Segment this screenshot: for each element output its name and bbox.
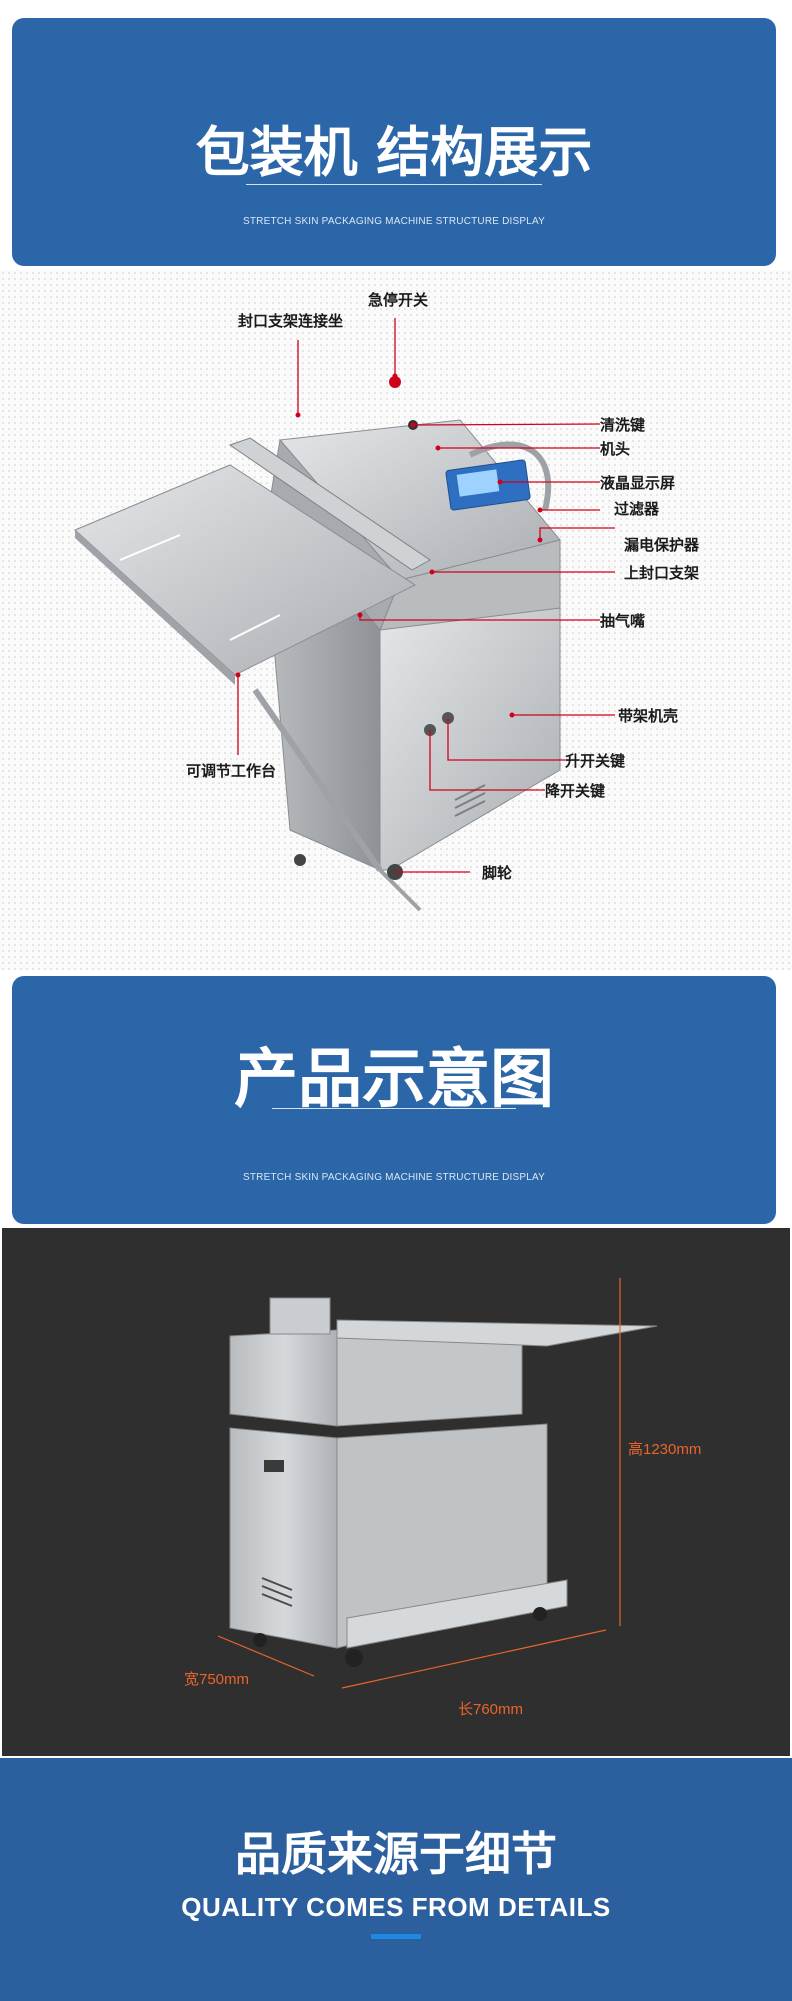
quality-accent-bar — [371, 1934, 421, 1939]
label-air-nozzle: 抽气嘴 — [600, 612, 646, 630]
label-adjustable-table: 可调节工作台 — [186, 762, 277, 780]
label-upper-seal-bracket: 上封口支架 — [624, 564, 700, 582]
diagram-banner-divider — [272, 1108, 516, 1109]
structure-banner-subtitle: STRETCH SKIN PACKAGING MACHINE STRUCTURE… — [242, 216, 546, 227]
structure-banner-title: 包装机 结构展示 — [195, 121, 593, 184]
label-seal-bracket-mount: 封口支架连接坐 — [238, 312, 344, 330]
label-raise-button: 升开关键 — [565, 752, 626, 770]
diagram-banner-title: 产品示意图 — [234, 1043, 554, 1117]
machine-dimension-illustration — [217, 1278, 658, 1689]
label-leakage-protector: 漏电保护器 — [624, 536, 700, 554]
machine-illustration — [74, 318, 615, 912]
diagram-banner: 产品示意图 STRETCH SKIN PACKAGING MACHINE STR… — [12, 976, 776, 1224]
quality-banner: 品质来源于细节 QUALITY COMES FROM DETAILS — [0, 1758, 792, 2001]
structure-diagram: 急停开关 封口支架连接坐 清洗键 机头 液晶显示屏 过滤器 漏电保护器 上封口支… — [0, 270, 792, 970]
label-filter: 过滤器 — [614, 500, 660, 518]
diagram-banner-subtitle: STRETCH SKIN PACKAGING MACHINE STRUCTURE… — [242, 1172, 546, 1183]
work-tray — [336, 1319, 658, 1347]
structure-banner-divider — [246, 184, 542, 185]
work-table — [74, 464, 417, 676]
label-machine-head: 机头 — [600, 440, 631, 458]
quality-title: 品质来源于细节 — [235, 1827, 557, 1881]
seal-bar — [228, 437, 431, 571]
label-lower-button: 降开关键 — [545, 782, 606, 800]
label-casters: 脚轮 — [482, 864, 513, 882]
label-frame-housing: 带架机壳 — [618, 707, 679, 725]
machine-head-front — [229, 1329, 338, 1427]
width-dimension: 宽750mm — [184, 1671, 250, 1688]
cabinet-front — [379, 607, 561, 871]
length-dimension: 长760mm — [458, 1701, 524, 1718]
structure-banner: 包装机 结构展示 STRETCH SKIN PACKAGING MACHINE … — [12, 18, 776, 266]
dimension-diagram: 高1230mm 宽750mm 长760mm — [2, 1228, 790, 1756]
label-clean-button: 清洗键 — [600, 416, 646, 434]
quality-subtitle: QUALITY COMES FROM DETAILS — [181, 1892, 611, 1922]
label-lcd-screen: 液晶显示屏 — [600, 474, 676, 492]
emergency-stop-button — [389, 376, 401, 388]
label-emergency-stop: 急停开关 — [368, 291, 429, 309]
height-dimension: 高1230mm — [628, 1441, 702, 1458]
